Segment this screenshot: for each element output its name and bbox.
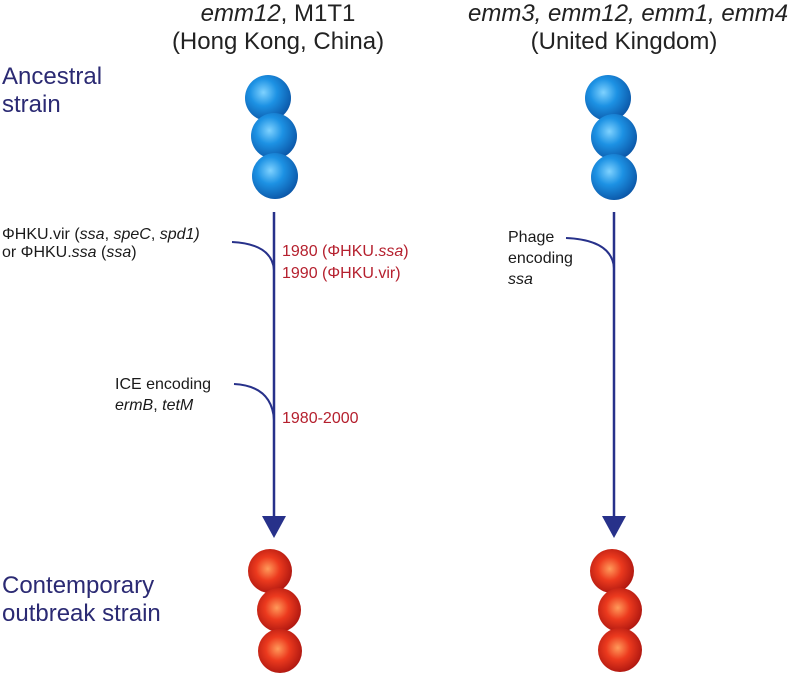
contemporary-chain-left [248,549,302,673]
ice-insertion-curve-left [233,383,275,421]
ice-date-left: 1980-2000 [282,410,359,427]
column-title-left: emm12, M1T1 (Hong Kong, China) [171,0,385,55]
ancestral-chain-right [585,75,637,200]
contemporary-cell [258,629,302,673]
ancestral-cell [585,75,631,121]
row-label-ancestral: Ancestral strain [2,63,103,118]
phage-dates-left: 1980 (ΦHKU.ssa) 1990 (ΦHKU.vir) [282,243,409,282]
timeline-arrow-left [262,212,286,538]
ancestral-cell [251,113,297,159]
ancestral-cell [252,153,298,199]
contemporary-chain-right [590,549,642,672]
phage-insertion-curve-left [231,241,275,271]
ice-note-left: ICE encoding ermB, tetM [115,376,212,414]
contemporary-cell [598,588,642,632]
ancestral-cell [245,75,291,121]
phage-insertion-curve-right [565,237,615,269]
phage-note-right: Phage encoding ssa [508,229,573,288]
ancestral-cell [591,154,637,200]
row-label-contemporary: Contemporary outbreak strain [2,572,161,627]
phage-note-left: ΦHKU.vir (ssa, speC, spd1) or ΦHKU.ssa (… [2,226,200,262]
column-title-right: emm3, emm12, emm1, emm4 (United Kingdom) [468,0,788,55]
contemporary-cell [598,628,642,672]
ancestral-cell [591,114,637,160]
contemporary-cell [248,549,292,593]
contemporary-cell [257,588,301,632]
contemporary-cell [590,549,634,593]
ancestral-chain-left [245,75,298,199]
timeline-arrow-right [602,212,626,538]
